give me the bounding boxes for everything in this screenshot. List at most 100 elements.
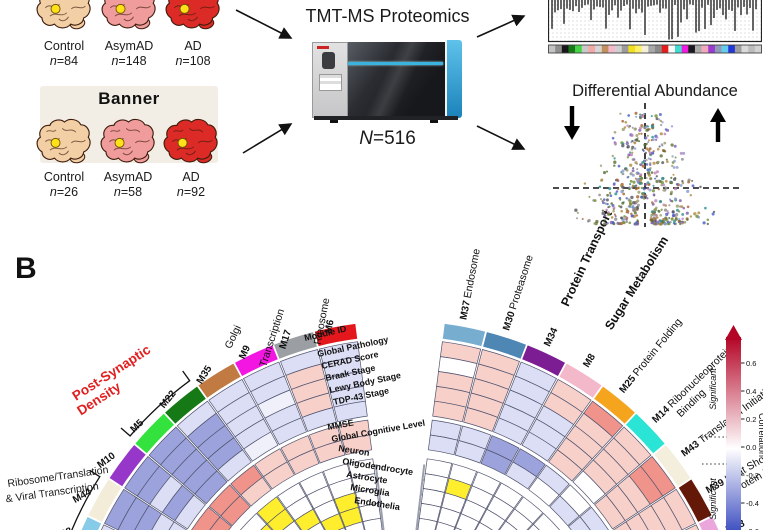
volcano-point bbox=[638, 179, 643, 183]
heatmap-cell-M6 bbox=[333, 400, 368, 423]
volcano-point bbox=[712, 210, 716, 214]
group-n-label: n=108 bbox=[175, 54, 211, 68]
volcano-point bbox=[648, 128, 651, 131]
volcano-point bbox=[662, 189, 665, 192]
volcano-point bbox=[674, 217, 678, 221]
volcano-point bbox=[641, 161, 645, 164]
volcano-point bbox=[634, 187, 638, 191]
heatmap-cell-M35 bbox=[307, 521, 325, 530]
brain-fold bbox=[61, 127, 77, 133]
volcano-point bbox=[679, 183, 683, 187]
volcano-point bbox=[704, 206, 707, 210]
volcano-point bbox=[601, 200, 604, 202]
brain-fold bbox=[188, 127, 204, 133]
module-arc-M9 bbox=[235, 345, 278, 376]
volcano-point bbox=[678, 199, 682, 203]
volcano-point bbox=[632, 201, 636, 205]
brain-group-ad bbox=[162, 0, 224, 41]
volcano-point bbox=[670, 176, 673, 180]
volcano-point bbox=[706, 218, 710, 221]
volcano-point bbox=[644, 195, 647, 199]
volcano-point bbox=[663, 222, 667, 226]
heatmap-cell-M9 bbox=[287, 449, 320, 475]
volcano-point bbox=[645, 176, 648, 180]
module-color-segment bbox=[561, 45, 569, 53]
volcano-point bbox=[593, 199, 597, 203]
volcano-point bbox=[615, 178, 619, 182]
heatmap-cell-M17 bbox=[344, 521, 365, 530]
heatmap-cell-M43 bbox=[594, 494, 626, 530]
circular-heatmap: M28M44M10M5M22M35M9GolgiM17Transcription… bbox=[5, 207, 763, 530]
brain-fold bbox=[125, 127, 141, 133]
volcano-point bbox=[621, 127, 625, 132]
volcano-point bbox=[621, 172, 625, 176]
volcano-point bbox=[608, 187, 612, 191]
module-arc-M8 bbox=[559, 363, 602, 398]
module-arc-M44 bbox=[88, 479, 122, 522]
volcano-point bbox=[645, 147, 649, 151]
volcano-point bbox=[691, 184, 695, 188]
heatmap-cell-M17 bbox=[314, 440, 346, 464]
significant-label: Significant bbox=[708, 368, 718, 410]
volcano-point bbox=[671, 164, 674, 168]
volcano-point bbox=[675, 165, 679, 169]
volcano-point bbox=[689, 193, 693, 197]
volcano-point bbox=[601, 211, 605, 216]
volcano-point bbox=[681, 217, 684, 221]
volcano-point bbox=[655, 117, 659, 121]
brain-fold bbox=[58, 150, 69, 156]
module-color-segment bbox=[728, 45, 736, 53]
brain-icon bbox=[163, 118, 218, 164]
volcano-point bbox=[613, 213, 616, 216]
volcano-point bbox=[697, 211, 701, 215]
volcano-point bbox=[631, 151, 634, 154]
volcano-point bbox=[644, 151, 647, 155]
volcano-point bbox=[627, 198, 631, 202]
cognition-row-label: MMSE bbox=[327, 418, 355, 432]
heatmap-cell-M14 bbox=[549, 495, 580, 527]
annotation-bracket bbox=[71, 469, 101, 530]
up-arrow-shaft bbox=[715, 120, 721, 142]
volcano-point bbox=[614, 215, 617, 218]
volcano-point bbox=[631, 126, 634, 129]
module-arc-M30 bbox=[483, 332, 526, 359]
volcano-point bbox=[643, 112, 646, 116]
module-color-segment bbox=[714, 45, 722, 53]
volcano-point bbox=[631, 145, 635, 149]
volcano-point bbox=[662, 149, 666, 153]
volcano-point bbox=[646, 197, 649, 200]
volcano-point bbox=[661, 220, 665, 224]
module-descriptor-M8: Sugar Metabolism bbox=[602, 234, 671, 333]
module-label-M8: M8 bbox=[581, 352, 598, 370]
volcano-point bbox=[626, 217, 629, 220]
heatmap-cell-M6 bbox=[341, 434, 373, 456]
volcano-point bbox=[602, 198, 606, 201]
volcano-point bbox=[630, 133, 634, 138]
volcano-point bbox=[621, 201, 625, 205]
volcano-point bbox=[645, 136, 648, 140]
volcano-point bbox=[654, 177, 657, 180]
volcano-point bbox=[625, 220, 628, 224]
volcano-point bbox=[607, 212, 611, 216]
volcano-point bbox=[611, 221, 615, 224]
heatmap-cell-M30 bbox=[454, 440, 486, 464]
module-color-segment bbox=[575, 45, 582, 53]
heatmap-cell-M25 bbox=[548, 449, 583, 482]
volcano-point bbox=[671, 214, 675, 218]
volcano-point bbox=[686, 205, 690, 209]
heatmap-cell-M9 bbox=[337, 527, 346, 530]
workflow-arrow bbox=[476, 14, 526, 38]
volcano-point bbox=[613, 157, 616, 160]
volcano-point bbox=[656, 170, 659, 174]
volcano-point bbox=[603, 214, 607, 218]
machine-right-panel bbox=[445, 40, 462, 118]
volcano-plot bbox=[545, 100, 757, 230]
volcano-point bbox=[622, 220, 626, 225]
module-color-segment bbox=[595, 45, 602, 53]
module-color-segment bbox=[628, 45, 636, 53]
heatmap-cell-M37 bbox=[432, 400, 467, 423]
sample-site-dot bbox=[50, 137, 61, 148]
volcano-point bbox=[615, 190, 619, 193]
module-color-segment bbox=[615, 45, 622, 53]
volcano-point bbox=[622, 192, 626, 196]
